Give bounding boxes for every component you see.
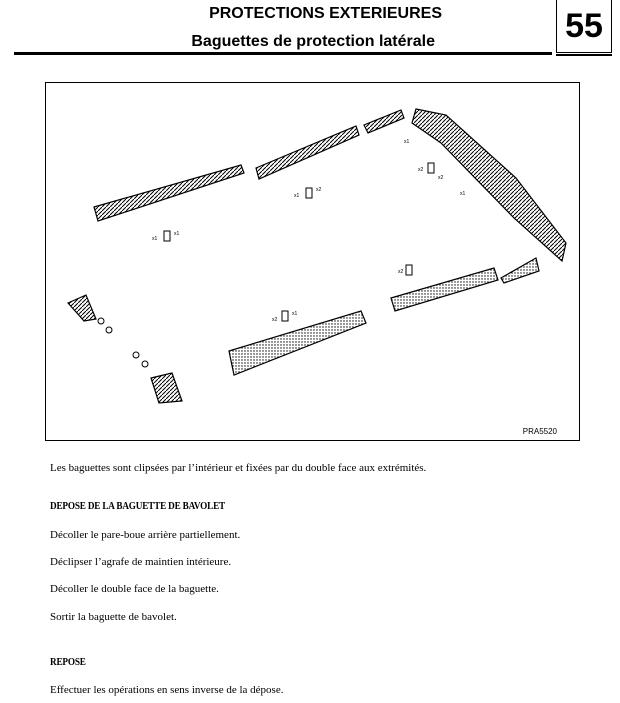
upper-front-moulding: [93, 164, 245, 222]
lower-end-piece: [500, 257, 540, 284]
section-rule: [556, 54, 612, 56]
page-title: PROTECTIONS EXTERIEURES: [209, 5, 442, 22]
callout-label: x2: [272, 317, 278, 323]
callout-label: x2: [316, 187, 322, 193]
section-heading-repose: REPOSE: [50, 657, 86, 668]
lower-door-moulding: [390, 267, 499, 312]
section-number-badge: 55: [556, 0, 612, 53]
callout-label: x1: [174, 231, 180, 237]
moulding-diagram: x1 x1 x1 x2 x2 x2 x2 x2 x1 x1 x1: [67, 108, 567, 404]
intro-text: Les baguettes sont clipsées par l’intéri…: [50, 462, 427, 474]
rear-wing-moulding: [411, 108, 567, 263]
callout-label: x1: [404, 139, 410, 145]
step-text: Décoller le pare-boue arrière partiellem…: [50, 529, 241, 541]
left-mudflap: [67, 294, 97, 322]
callout-label: x2: [398, 269, 404, 275]
figure-reference: PRA5520: [522, 427, 557, 436]
step-text: Déclipser l’agrafe de maintien intérieur…: [50, 556, 232, 568]
callout-label: x1: [292, 311, 298, 317]
callout-label: x2: [418, 167, 424, 173]
step-text: Décoller le double face de la baguette.: [50, 583, 219, 595]
upper-end-piece: [363, 109, 405, 134]
header-rule: [14, 52, 552, 55]
step-text: Sortir la baguette de bavolet.: [50, 611, 177, 623]
exploded-view-figure: x1 x1 x1 x2 x2 x2 x2 x2 x1 x1 x1 PRA5520: [45, 82, 580, 441]
callout-label: x1: [294, 193, 300, 199]
section-heading-depose: DEPOSE DE LA BAGUETTE DE BAVOLET: [50, 501, 226, 512]
fasteners: [97, 162, 435, 368]
upper-door-moulding: [255, 125, 360, 180]
callout-label: x1: [152, 236, 158, 242]
page-subtitle: Baguettes de protection latérale: [191, 33, 435, 50]
callout-label: x1: [460, 191, 466, 197]
callout-label: x2: [438, 175, 444, 181]
right-mudflap: [150, 372, 183, 404]
repose-text: Effectuer les opérations en sens inverse…: [50, 684, 284, 696]
lower-front-moulding: [228, 310, 367, 376]
